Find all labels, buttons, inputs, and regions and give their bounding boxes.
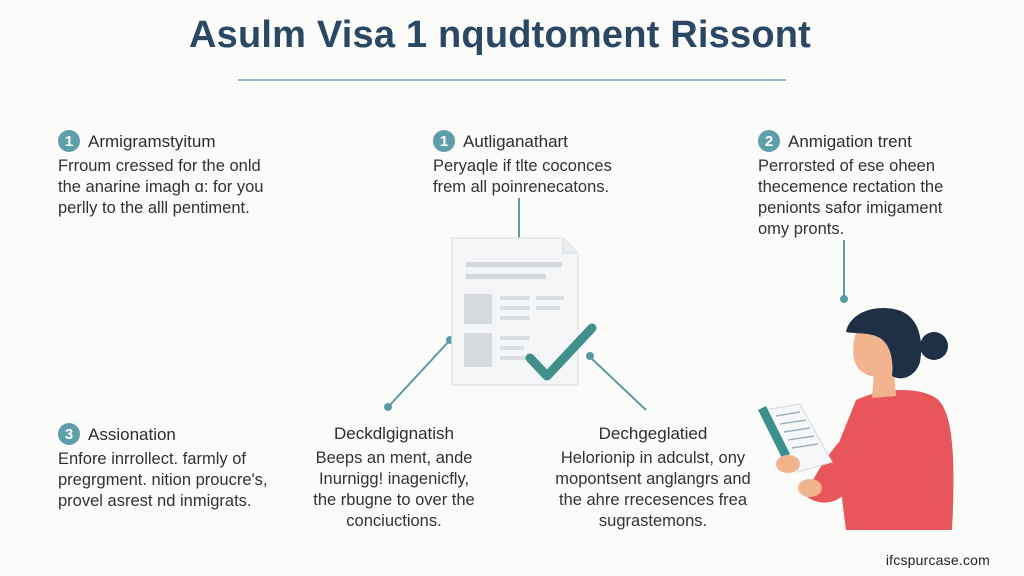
step-text-line: thecemence rectation the xyxy=(758,178,944,196)
step-block-anmigation-trent: 2 Anmigation trent Perrorsted of ese ohe… xyxy=(758,130,943,240)
step-heading: Assionation xyxy=(88,424,176,444)
step-text-line: conciuctions. xyxy=(346,512,442,530)
title-divider xyxy=(238,79,786,81)
step-text-line: perlly to the alll pentiment. xyxy=(58,199,250,217)
connector-left xyxy=(388,339,451,407)
step-text-line: Frroum cressed for the onld xyxy=(58,157,261,175)
step-text-line: provel asrest nd inmigrats. xyxy=(58,492,252,510)
document-icon xyxy=(451,237,579,386)
step-block-armigramstyitum: 1 Armigramstyitum Frroum cressed for the… xyxy=(58,130,263,219)
step-block-assionation: 3 Assionation Enfore inrrollect. farmly … xyxy=(58,423,268,512)
connector-right-low-dot xyxy=(586,352,594,360)
step-text-line: the rbugne to over the xyxy=(313,491,475,509)
step-number-badge: 3 xyxy=(58,423,80,445)
connector-right-dot xyxy=(840,295,848,303)
step-block-dechgeglatied: Dechgeglatied Helorionip in adculst, ony… xyxy=(536,423,770,532)
step-heading: Anmigation trent xyxy=(788,131,912,151)
step-text-line: Peryaqle if tlte coconces xyxy=(433,157,612,175)
person-illustration xyxy=(758,308,954,530)
step-text-line: penionts safor imigament xyxy=(758,199,943,217)
checkmark-icon xyxy=(525,323,597,381)
step-block-deckdlgignatish: Deckdlgignatish Beeps an ment, ande Inur… xyxy=(296,423,492,532)
step-text-line: pregrgment. nition proucre's, xyxy=(58,471,268,489)
step-block-autliganathart: 1 Autliganathart Peryaqle if tlte coconc… xyxy=(433,130,612,198)
step-heading: Autliganathart xyxy=(463,131,568,151)
step-text-line: Beeps an ment, ande xyxy=(315,449,473,467)
step-text-line: omy pronts. xyxy=(758,220,845,238)
step-heading: Deckdlgignatish xyxy=(333,424,454,443)
page-title: Asulm Visa 1 nqudtoment Rissont xyxy=(188,14,812,56)
step-number-badge: 2 xyxy=(758,130,780,152)
step-text-line: Enfore inrrollect. farmly of xyxy=(58,450,246,468)
step-heading: Armigramstyitum xyxy=(88,131,216,151)
connector-right-low xyxy=(589,356,647,411)
step-number-badge: 1 xyxy=(433,130,455,152)
step-text-line: Inurnigg! inagenicfly, xyxy=(318,470,470,488)
step-text-line: Helorionip in adculst, ony xyxy=(560,449,746,467)
step-text-line: Perrorsted of ese oheen xyxy=(758,157,936,175)
connector-left-dot-bottom xyxy=(384,403,392,411)
step-text-line: the anarine imagh ɑ: for you xyxy=(58,178,264,196)
step-heading: Dechgeglatied xyxy=(598,424,708,443)
step-text-line: frem all poinrenecatons. xyxy=(433,178,610,196)
step-text-line: sugrastemons. xyxy=(598,512,708,530)
step-text-line: the ahre rrecesences frea xyxy=(558,491,748,509)
step-text-line: mopontsent anglangrs and xyxy=(555,470,751,488)
step-number-badge: 1 xyxy=(58,130,80,152)
footer-watermark: ifcspurcase.com xyxy=(885,552,990,568)
